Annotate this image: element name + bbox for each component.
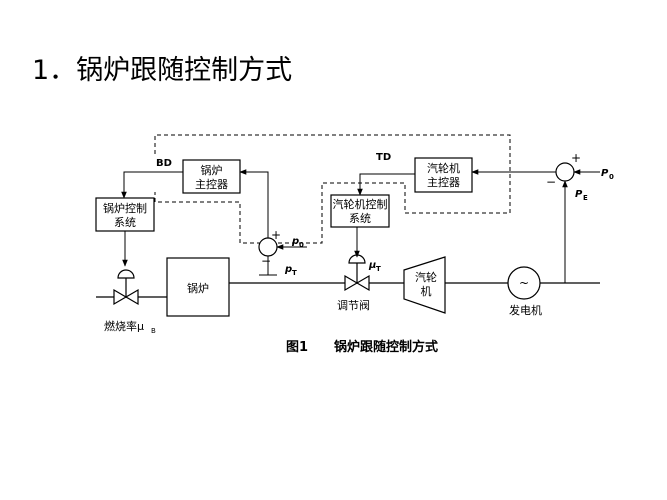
turbine-control-block: 汽轮机控制 系统 <box>330 194 390 228</box>
pt-label: p T <box>284 264 297 277</box>
svg-text:燃烧率μ: 燃烧率μ <box>104 319 144 333</box>
bd-label: BD <box>156 158 172 169</box>
svg-text:汽轮机控制: 汽轮机控制 <box>333 197 388 211</box>
svg-text:p: p <box>284 264 292 275</box>
svg-text:机: 机 <box>421 284 432 298</box>
fuel-rate-label: 燃烧率μ B <box>104 319 156 335</box>
p0-label-left: p 0 <box>291 236 304 249</box>
generator-symbol: ~ <box>507 266 541 300</box>
pressure-error-arrow <box>239 169 269 238</box>
svg-text:锅炉控制: 锅炉控制 <box>103 201 147 215</box>
plus-sign-left: + <box>271 228 281 242</box>
minus-sign-left: − <box>261 254 271 268</box>
control-valve <box>344 254 370 292</box>
svg-text:E: E <box>583 194 588 202</box>
svg-text:P: P <box>575 189 583 200</box>
td-signal-arrow <box>357 173 415 196</box>
minus-sign-right: − <box>546 175 556 189</box>
boiler-control-block: 锅炉控制 系统 <box>95 197 155 232</box>
bd-signal-arrow <box>121 171 183 199</box>
power-summing-junction <box>555 162 575 182</box>
control-valve-label: 调节阀 <box>337 298 370 312</box>
svg-text:锅炉: 锅炉 <box>201 164 223 177</box>
svg-text:0: 0 <box>609 173 614 181</box>
slide-title: 1．锅炉跟随控制方式 <box>32 55 293 86</box>
turbine-block: 汽轮 机 <box>403 256 446 314</box>
mu-t-label: μ T <box>368 260 381 273</box>
pe-label: P E <box>575 189 588 202</box>
svg-text:~: ~ <box>519 276 529 290</box>
svg-text:汽轮机: 汽轮机 <box>427 161 460 175</box>
svg-text:系统: 系统 <box>114 216 136 229</box>
plus-sign-right: + <box>571 151 581 165</box>
svg-text:p: p <box>291 236 299 247</box>
P0-label-right: P 0 <box>601 168 614 181</box>
svg-text:μ: μ <box>368 260 376 271</box>
figure-number: 图1 <box>286 340 308 355</box>
fuel-valve <box>113 269 139 306</box>
boiler-block: 锅炉 <box>166 257 230 317</box>
figure-caption: 锅炉跟随控制方式 <box>334 339 438 355</box>
svg-text:B: B <box>151 327 156 335</box>
svg-text:T: T <box>292 269 297 277</box>
svg-text:主控器: 主控器 <box>427 175 460 189</box>
svg-text:T: T <box>376 265 381 273</box>
turbine-master-block: 汽轮机 主控器 <box>414 157 473 193</box>
svg-text:系统: 系统 <box>349 212 371 225</box>
svg-text:0: 0 <box>299 241 304 249</box>
td-label: TD <box>376 152 391 163</box>
svg-text:锅炉: 锅炉 <box>187 282 209 295</box>
svg-text:P: P <box>601 168 609 179</box>
generator-label: 发电机 <box>509 303 542 317</box>
svg-text:汽轮: 汽轮 <box>415 270 437 284</box>
boiler-master-block: 锅炉 主控器 <box>182 159 241 194</box>
svg-text:主控器: 主控器 <box>195 177 228 191</box>
